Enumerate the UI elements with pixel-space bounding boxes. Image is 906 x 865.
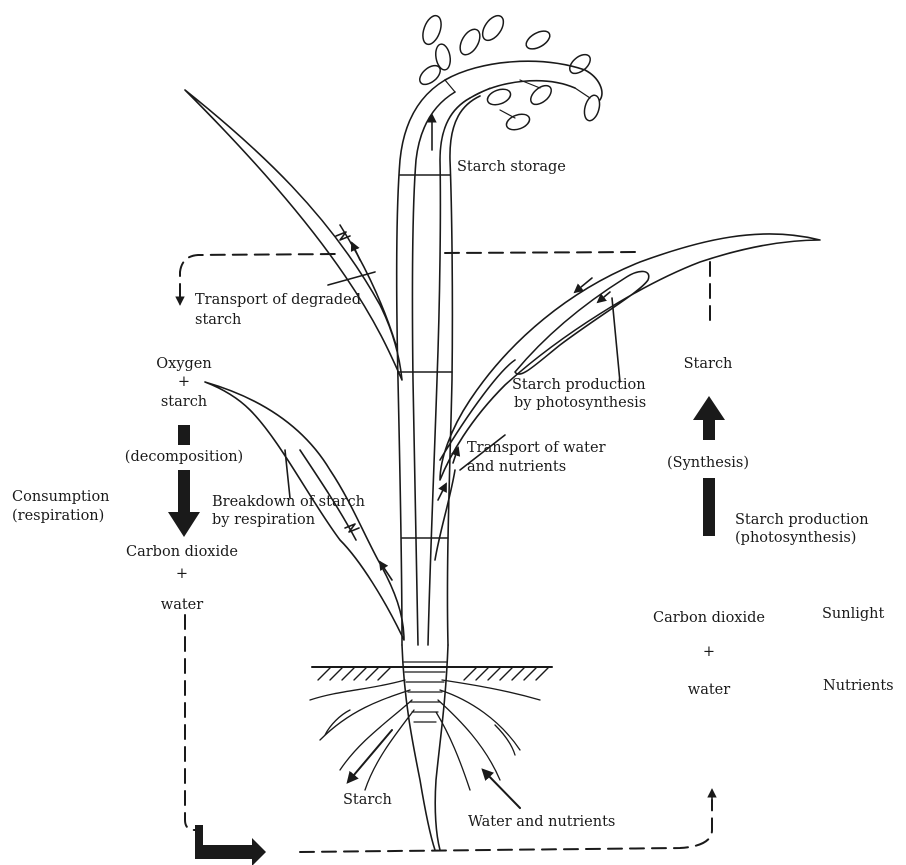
label-nutrients: Nutrients (823, 678, 894, 695)
upper-left-leaf (185, 90, 402, 380)
label-water-right: water (688, 682, 730, 699)
loop-corner-arrow (195, 825, 266, 865)
label-plus-right: + (703, 644, 715, 661)
respiration-arrow (168, 470, 200, 537)
label-starch-prod-photo-line2: (photosynthesis) (735, 530, 856, 547)
label-starch-prod-photo-line1: Starch production (735, 512, 869, 529)
lower-left-leaf (205, 382, 404, 640)
root-starch-arrow (348, 730, 392, 782)
panicle-branch-inner (470, 81, 575, 98)
transport-arrow (438, 484, 446, 500)
right-lower-sheath (435, 470, 455, 560)
label-breakdown-line2: by respiration (212, 512, 315, 529)
roots (310, 680, 540, 790)
label-transport-water-line2: and nutrients (467, 459, 566, 476)
stem-outer-right (447, 96, 480, 645)
label-breakdown-line1: Breakdown of starch (212, 494, 365, 511)
stem-base-segments (404, 662, 446, 722)
label-starch-storage: Starch storage (457, 159, 566, 176)
ground-hatching (318, 668, 548, 680)
label-oxygen: Oxygen (156, 356, 211, 373)
photosynthesis-bar (703, 478, 715, 536)
label-transport-degraded-line2: starch (195, 312, 241, 329)
stem-base (402, 645, 435, 850)
label-sunlight: Sunlight (822, 606, 884, 623)
decomposition-bar (178, 425, 190, 445)
leaf-arrow-down (352, 243, 360, 260)
label-consumption-line1: Consumption (12, 489, 110, 506)
root-water-arrow (483, 770, 520, 808)
synthesis-arrow (693, 396, 725, 440)
right-leaf-arrow-1 (598, 292, 610, 302)
label-decomposition: (decomposition) (125, 449, 243, 466)
label-starch-production-line1: Starch production (512, 377, 646, 394)
label-water-left: water (161, 597, 203, 614)
label-starch-left: starch (161, 394, 207, 411)
label-water-and-nutrients: Water and nutrients (468, 814, 615, 831)
leader-breakdown (285, 450, 290, 498)
stem-base-right (435, 645, 448, 850)
label-carbon-dioxide-right: Carbon dioxide (653, 610, 765, 627)
label-root-starch: Starch (343, 792, 392, 809)
label-plus-left-1: + (178, 374, 190, 391)
label-synthesis: (Synthesis) (667, 455, 749, 472)
label-consumption-line2: (respiration) (12, 508, 104, 525)
label-starch-right: Starch (684, 356, 733, 373)
label-transport-degraded-line1: Transport of degraded (195, 292, 361, 309)
label-plus-left-2: + (176, 566, 188, 583)
label-carbon-dioxide-left: Carbon dioxide (126, 544, 238, 561)
lower-stem-arrow (380, 562, 392, 580)
cycle-dashed-loop (180, 252, 712, 852)
leader-starch-production (612, 298, 620, 382)
label-starch-production-line2: by photosynthesis (514, 395, 646, 412)
label-transport-water-line1: Transport of water (467, 440, 606, 457)
